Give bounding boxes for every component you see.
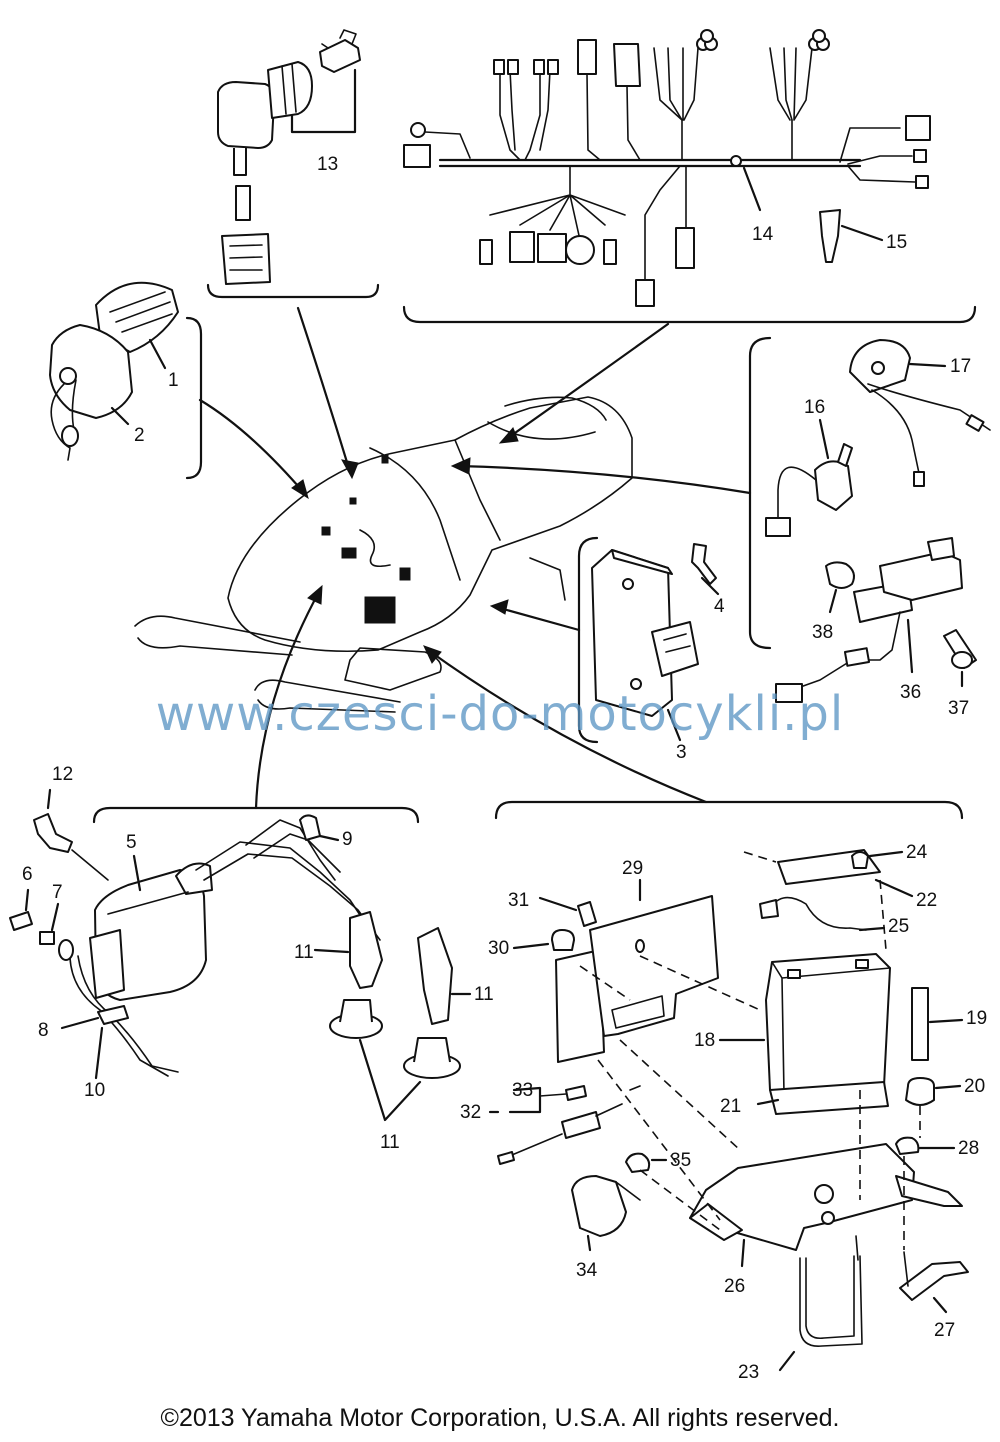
switch-17-18: 17 16 [765,339,991,537]
callout-32: 31 [508,890,529,911]
relay-assembly: 38 36 37 [775,537,977,719]
callout-24: 23 [738,1362,759,1383]
callout-29: 28 [958,1138,979,1159]
battery-assembly: 29 31 30 24 22 25 18 21 19 20 33 32 [460,842,987,1383]
callout-27: 26 [724,1276,745,1297]
callout-10: 10 [84,1080,105,1101]
watermark: www.czesci-do-motocykli.pl [155,686,845,742]
callout-21: 20 [964,1076,985,1097]
callout-33: 32 [460,1102,481,1123]
cdi-unit: 4 3 [591,543,725,763]
wire-harness: 14 15 [403,29,931,307]
callout-22: 21 [720,1096,741,1117]
callout-31: 30 [488,938,509,959]
callout-8: 8 [38,1020,49,1041]
ignition-switch: 13 [217,29,361,285]
callout-6: 6 [22,864,33,885]
pointer-arrows [198,306,752,810]
callout-38: 37 [948,698,969,719]
callout-30: 29 [622,858,643,879]
callout-18: 17 [950,356,971,377]
callout-28: 27 [934,1320,955,1341]
callout-5: 5 [126,832,137,853]
callout-16: 15 [886,232,907,253]
callout-13: 12 [52,764,73,785]
callout-39: 38 [812,622,833,643]
snowmobile-body [134,396,633,713]
callout-2: 2 [134,425,145,446]
callout-37: 36 [900,682,921,703]
callout-19: 18 [694,1030,715,1051]
callout-3: 3 [676,742,687,763]
callout-11: 11 [294,942,314,963]
callout-36: 35 [670,1150,691,1171]
callout-20: 19 [966,1008,987,1029]
callout-12: 11 [380,1132,400,1153]
callout-17: 16 [804,397,825,418]
callout-26: 25 [888,916,909,937]
copyright-notice: ©2013 Yamaha Motor Corporation, U.S.A. A… [160,1404,840,1432]
ignition-coil: 12 6 7 9 11 11 11 8 [9,764,494,1153]
callout-15: 14 [752,224,774,245]
callout-7: 7 [52,882,63,903]
callout-11-b: 11 [474,984,494,1005]
callout-35: 34 [576,1260,598,1281]
callout-9: 9 [342,829,353,850]
callout-25: 24 [906,842,928,863]
callout-1: 1 [168,370,179,391]
callout-23: 22 [916,890,937,911]
callout-34: 33 [512,1080,533,1101]
callout-14: 13 [317,154,338,175]
callout-4: 4 [714,596,725,617]
handlebar-switch: 1 2 [49,281,179,461]
